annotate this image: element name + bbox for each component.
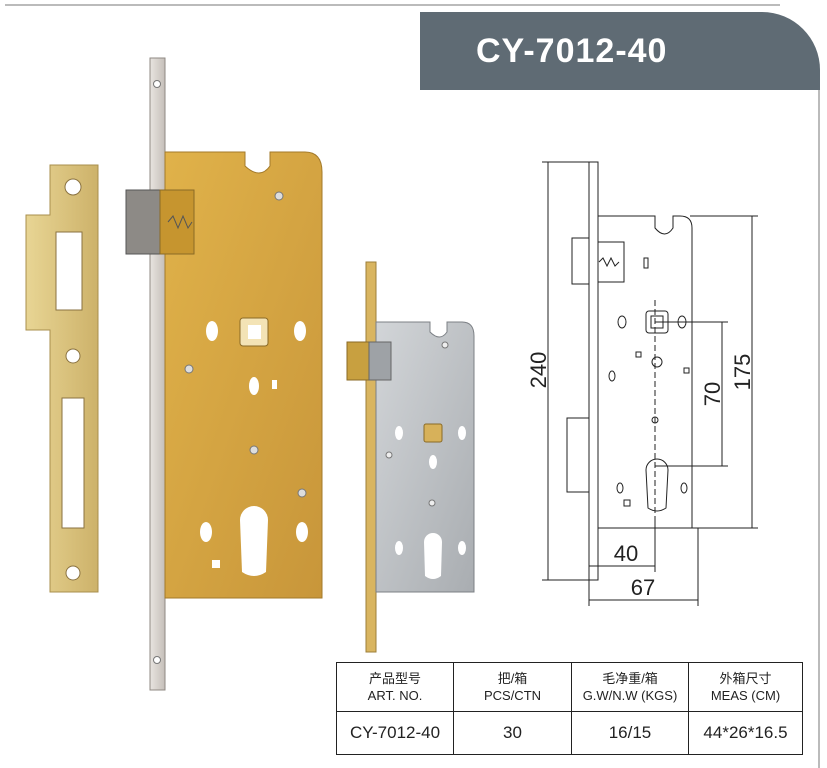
header-weight-en: G.W/N.W (KGS) — [582, 688, 678, 703]
spec-table: 产品型号 ART. NO. 把/箱 PCS/CTN 毛净重/箱 G.W/N.W … — [336, 662, 803, 755]
header-art-no-en: ART. NO. — [367, 688, 423, 703]
header-pcs-ctn-cn: 把/箱 — [497, 671, 528, 686]
header-meas-cn: 外箱尺寸 — [719, 671, 772, 686]
header-pcs-ctn-en: PCS/CTN — [483, 688, 542, 703]
header-art-no: 产品型号 ART. NO. — [336, 662, 454, 712]
dim-label-40: 40 — [614, 541, 638, 566]
header-meas-en: MEAS (CM) — [710, 688, 781, 703]
value-art-no: CY-7012-40 — [336, 711, 454, 755]
header-meas: 外箱尺寸 MEAS (CM) — [688, 662, 803, 712]
strike-plate — [25, 164, 99, 593]
drawing-body — [598, 215, 693, 529]
value-pcs-ctn: 30 — [453, 711, 572, 755]
header-weight-cn: 毛净重/箱 — [602, 671, 658, 686]
dim-label-67: 67 — [631, 575, 655, 600]
header-art-no-cn: 产品型号 — [368, 671, 421, 686]
product-title: CY-7012-40 — [476, 32, 668, 70]
dim-label-70: 70 — [700, 382, 725, 406]
gold-lock-body — [125, 57, 323, 691]
value-meas: 44*26*16.5 — [688, 711, 803, 755]
drawing-faceplate — [588, 161, 599, 581]
header-weight: 毛净重/箱 G.W/N.W (KGS) — [571, 662, 689, 712]
value-weight: 16/15 — [571, 711, 689, 755]
spec-table-header-row: 产品型号 ART. NO. 把/箱 PCS/CTN 毛净重/箱 G.W/N.W … — [336, 662, 803, 712]
dimension-lines — [542, 161, 758, 606]
spec-table-value-row: CY-7012-40 30 16/15 44*26*16.5 — [336, 711, 803, 755]
silver-lock-body — [346, 261, 475, 653]
dim-label-175: 175 — [730, 354, 755, 391]
dim-label-240: 240 — [526, 352, 551, 389]
title-banner: CY-7012-40 — [420, 12, 820, 90]
header-pcs-ctn: 把/箱 PCS/CTN — [453, 662, 572, 712]
